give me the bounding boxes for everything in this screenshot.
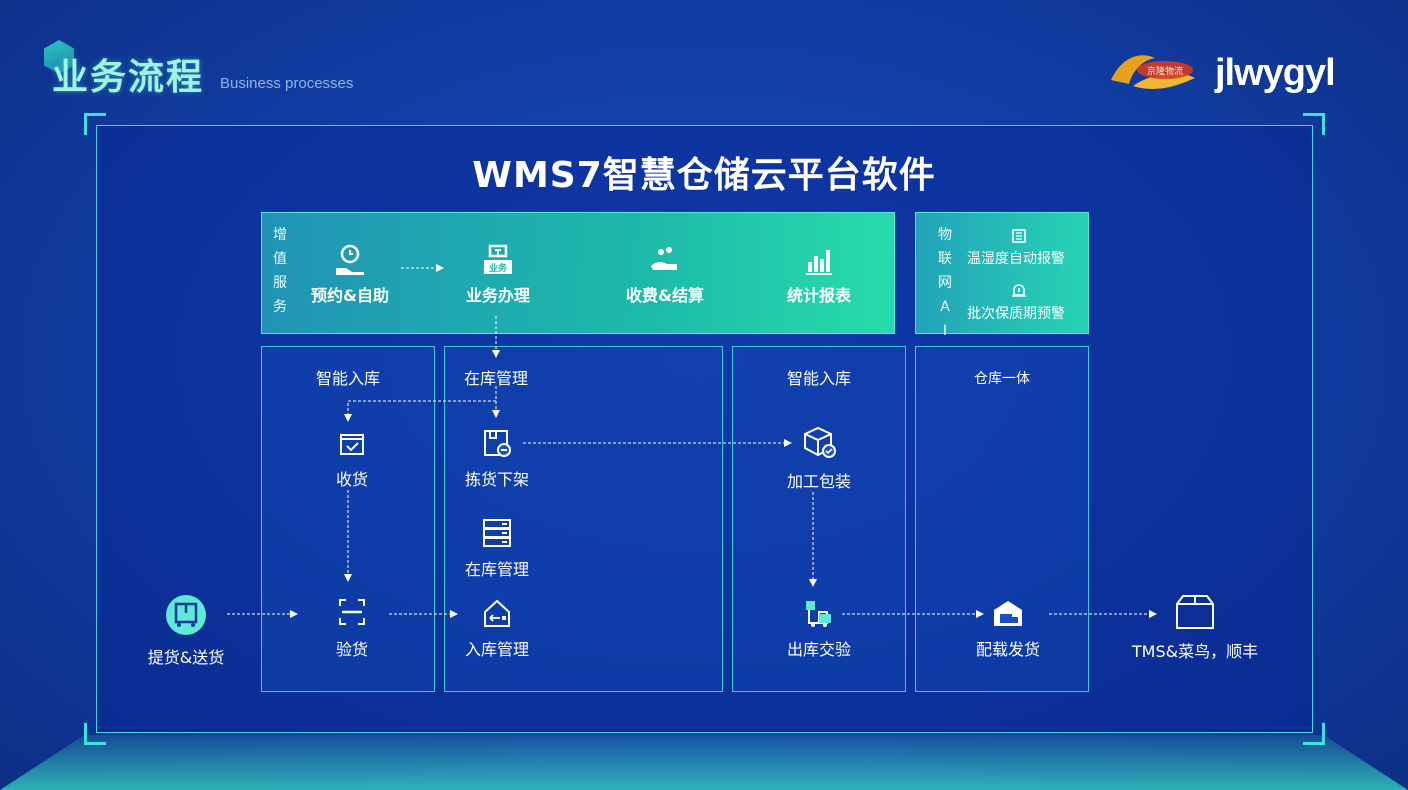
iot-item-humidity: 温湿度自动报警 [967,251,1065,267]
alarm-bell-icon [1012,284,1026,297]
iot-label: 物 联 网 A I [938,227,952,339]
bar-chart-icon [806,250,832,275]
iot-band [915,212,1089,334]
column-title-warehouse: 仓库一体 [974,371,1030,387]
band-item-appointment[interactable]: 预约&自助 [280,242,420,306]
svg-text:京隆物流: 京隆物流 [1147,65,1183,77]
frame-corner [84,113,106,135]
column-title-inbound: 智能入库 [315,369,380,388]
column-title-outbound: 智能入库 [786,369,851,388]
node-receive[interactable]: 收货 [282,428,422,490]
page-title: 业务流程 [52,57,205,98]
node-tms[interactable]: TMS&菜鸟，顺丰 [1125,594,1265,662]
frame-corner [84,723,106,745]
package-check-icon [804,426,836,458]
node-pickup[interactable]: 提货&送货 [116,594,256,668]
column-title-instock: 在库管理 [463,369,528,388]
frame-corner [1303,113,1325,135]
warehouse-inbound-icon [484,599,510,627]
appointment-hand-icon [336,244,364,275]
forklift-icon [806,601,831,627]
frame-corner [1303,723,1325,745]
node-process[interactable]: 加工包装 [749,424,889,492]
payment-hand-icon [651,247,677,270]
node-pick[interactable]: 拣货下架 [427,428,567,490]
sensor-icon [1012,229,1026,243]
svg-text:业务: 业务 [489,262,508,274]
scan-icon [339,599,365,625]
column-warehouse [915,346,1089,692]
node-inbound[interactable]: 入库管理 [427,598,567,660]
band-item-payment[interactable]: 收费&结算 [595,242,735,306]
warehouse-truck-icon [994,601,1022,626]
delivery-box-icon [1176,595,1214,629]
value-added-band [261,212,895,334]
receive-box-icon [340,434,364,455]
node-outbound-check[interactable]: 出库交验 [749,598,889,660]
node-ship[interactable]: 配载发货 [938,598,1078,660]
node-instock[interactable]: 在库管理 [427,518,567,580]
truck-box-icon [166,595,206,635]
value-added-label: 增 值 服 务 [273,227,287,315]
business-stamp-icon: 业务 [484,244,512,274]
server-rack-icon [483,519,511,547]
company-logo-icon: 京隆物流 [1111,55,1195,89]
floor-glow [0,735,1408,790]
company-logo-text: jlwygyl [1215,52,1336,94]
node-inspect[interactable]: 验货 [282,596,422,660]
band-item-reports[interactable]: 统计报表 [749,242,889,306]
main-title: WMS7智慧仓储云平台软件 [472,155,936,196]
page-subtitle: Business processes [220,75,354,92]
band-item-business[interactable]: 业务 业务办理 [428,242,568,306]
pick-box-icon [484,430,511,457]
iot-item-expiry: 批次保质期预警 [967,306,1065,322]
column-outbound [732,346,906,692]
